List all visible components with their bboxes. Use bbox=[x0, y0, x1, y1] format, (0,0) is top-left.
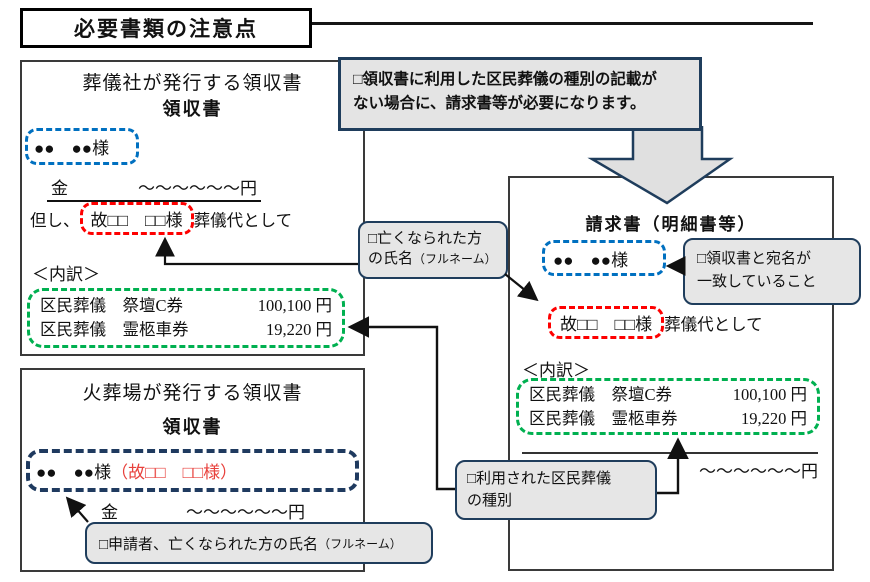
note-line1: □領収書に利用した区民葬儀の種別の記載が bbox=[353, 71, 657, 88]
addressee: ●● ●●様 bbox=[34, 139, 110, 158]
deceased-callout-line1: □亡くなられた方 bbox=[368, 230, 483, 247]
amount-line: 金 ～～～～～～円 bbox=[47, 174, 261, 202]
addressee-box-blue: ●● ●●様 bbox=[542, 240, 666, 276]
page-title: 必要書類の注意点 bbox=[74, 18, 258, 41]
breakdown-box-green: 区民葬儀 祭壇C券 100,100 円 区民葬儀 霊柩車券 19,220 円 bbox=[516, 378, 820, 435]
type-callout-line1: □利用された区民葬儀 bbox=[467, 470, 612, 487]
addressee: ●● ●●様 bbox=[553, 250, 629, 270]
funeral-receipt-panel: 葬儀社が発行する領収書 領収書 ●● ●●様 金 ～～～～～～円 但し、 故□□… bbox=[20, 60, 365, 356]
applicant-callout: □申請者、亡くなられた方の氏名 （フルネーム） bbox=[85, 522, 433, 564]
breakdown-row: 区民葬儀 祭壇C券 100,100 円 bbox=[40, 294, 332, 318]
panel-caption: 葬儀社が発行する領収書 bbox=[82, 73, 303, 94]
receipt-title: 領収書 bbox=[162, 417, 223, 437]
applicant-callout-text: □申請者、亡くなられた方の氏名 bbox=[99, 535, 319, 553]
item-amount: 19,220 円 bbox=[266, 320, 332, 339]
deceased-callout-line2-text: の氏名 bbox=[368, 250, 414, 268]
breakdown-row: 区民葬儀 祭壇C券 100,100 円 bbox=[529, 383, 807, 407]
proviso-suffix: 葬儀代として bbox=[664, 314, 763, 334]
note-line2: ない場合に、請求書等が必要になります。 bbox=[353, 95, 646, 113]
breakdown-row: 区民葬儀 霊柩車券 19,220 円 bbox=[40, 318, 332, 342]
funeral-type-callout: □利用された区民葬儀 の種別 bbox=[455, 460, 657, 520]
invoice-title: 請求書（明細書等） bbox=[585, 215, 757, 234]
match-callout-line1: □領収書と宛名が bbox=[697, 250, 812, 267]
deceased-name-callout: □亡くなられた方 の氏名（フルネーム） bbox=[358, 221, 508, 279]
item-name: 区民葬儀 霊柩車券 bbox=[40, 320, 189, 339]
match-addressee-callout: □領収書と宛名が 一致していること bbox=[683, 238, 861, 305]
item-name: 区民葬儀 霊柩車券 bbox=[529, 408, 678, 428]
deceased-name-box-red: 故□□ □□様 bbox=[79, 202, 194, 235]
item-name: 区民葬儀 祭壇C券 bbox=[40, 296, 184, 316]
title-rule bbox=[306, 22, 813, 25]
item-name: 区民葬儀 祭壇C券 bbox=[529, 384, 673, 404]
panel-caption: 火葬場が発行する領収書 bbox=[82, 383, 303, 404]
note-callout: □領収書に利用した区民葬儀の種別の記載が ない場合に、請求書等が必要になります。 bbox=[338, 57, 702, 131]
total-rule bbox=[522, 452, 818, 454]
applicant-callout-note: （フルネーム） bbox=[318, 536, 402, 551]
proviso-line: 但し、 故□□ □□様 葬儀代として bbox=[30, 202, 292, 235]
item-amount: 19,220 円 bbox=[741, 408, 807, 428]
amount-prefix: 金 bbox=[51, 179, 68, 198]
type-callout-line2: の種別 bbox=[467, 491, 513, 509]
item-amount: 100,100 円 bbox=[732, 384, 807, 404]
proviso-prefix: 但し、 bbox=[30, 210, 80, 230]
deceased-callout-line2: の氏名（フルネーム） bbox=[368, 249, 506, 269]
breakdown-row: 区民葬儀 霊柩車券 19,220 円 bbox=[529, 407, 807, 431]
item-amount: 100,100 円 bbox=[257, 296, 332, 316]
proviso-suffix: 葬儀代として bbox=[193, 210, 293, 230]
addressee-box-navy: ●● ●●様 （故□□ □□様） bbox=[26, 449, 359, 492]
deceased-callout-note: （フルネーム） bbox=[413, 252, 497, 267]
match-callout-line2: 一致していること bbox=[697, 272, 817, 290]
addressee: ●● ●●様 bbox=[36, 463, 112, 482]
proviso-line: 故□□ □□様 葬儀代として bbox=[548, 306, 763, 339]
connector-type-to-left-green-box bbox=[347, 316, 455, 491]
amount-prefix: 金 bbox=[101, 503, 118, 522]
addressee-box-blue: ●● ●●様 bbox=[25, 128, 139, 165]
receipt-title: 領収書 bbox=[162, 99, 223, 119]
breakdown-box-green: 区民葬儀 祭壇C券 100,100 円 区民葬儀 霊柩車券 19,220 円 bbox=[27, 288, 345, 348]
deceased-name-box-red: 故□□ □□様 bbox=[548, 306, 665, 339]
deceased-name: 故□□ □□様 bbox=[560, 315, 653, 334]
amount-value: ～～～～～～円 bbox=[699, 462, 818, 481]
breakdown-label: ＜内訳＞ bbox=[32, 265, 100, 284]
amount-value: ～～～～～～円 bbox=[138, 179, 257, 198]
amount-value: ～～～～～～円 bbox=[186, 503, 305, 522]
page-title-box: 必要書類の注意点 bbox=[20, 8, 312, 48]
addressee-deceased: （故□□ □□様） bbox=[111, 463, 238, 482]
deceased-name: 故□□ □□様 bbox=[90, 211, 183, 230]
breakdown-label: ＜内訳＞ bbox=[522, 361, 590, 380]
